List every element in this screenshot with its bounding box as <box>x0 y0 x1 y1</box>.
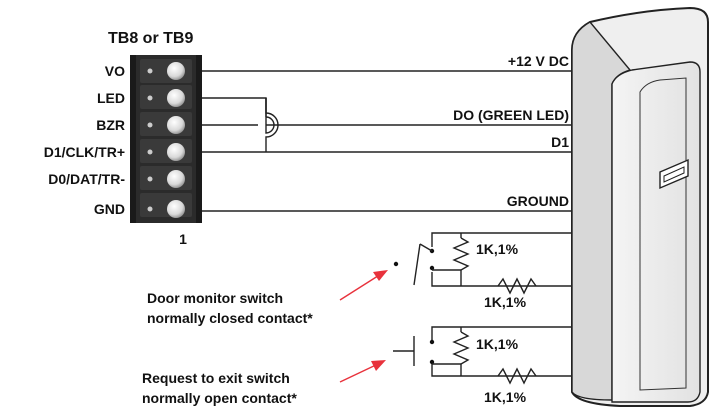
request-to-exit-circuit <box>393 326 573 385</box>
screw <box>167 116 185 134</box>
screw <box>167 200 185 218</box>
pin-hole <box>147 68 153 74</box>
pin-one-marker: 1 <box>179 231 187 247</box>
wire-crossover <box>265 98 279 152</box>
door-resistor-parallel-label: 1K,1% <box>476 241 519 257</box>
exit-resistor-parallel <box>452 331 470 365</box>
door-arrow-head <box>373 270 388 281</box>
exit-arrow <box>339 363 379 383</box>
terminal-screws <box>140 59 192 218</box>
request-to-exit-caption-line1: Request to exit switch <box>142 370 290 386</box>
reader-front <box>611 61 701 403</box>
exit-resistor-series-label: 1K,1% <box>484 389 527 405</box>
wire-label-ground: GROUND <box>507 193 569 209</box>
arrows <box>339 270 388 383</box>
pin-label-bzr: BZR <box>96 117 125 133</box>
door-monitor-circuit <box>393 232 573 295</box>
wires <box>202 70 573 212</box>
pin-label-gnd: GND <box>94 201 125 217</box>
terminal-block-title: TB8 or TB9 <box>108 30 193 47</box>
pin-hole <box>147 95 153 101</box>
reader-front-inner <box>639 77 687 391</box>
pin-hole <box>147 122 153 128</box>
door-resistor-series <box>497 277 537 295</box>
door-resistor-parallel <box>452 237 470 271</box>
screw <box>167 62 185 80</box>
wire-label-do: DO (GREEN LED) <box>453 107 569 123</box>
card-reader <box>571 6 709 407</box>
exit-resistor-series <box>497 367 537 385</box>
screw <box>167 89 185 107</box>
pin-label-led: LED <box>97 90 125 106</box>
pin-hole <box>147 149 153 155</box>
pin-label-d0: D0/DAT/TR- <box>48 171 125 187</box>
door-arrow <box>339 273 382 301</box>
door-resistor-series-label: 1K,1% <box>484 294 527 310</box>
door-monitor-caption-line1: Door monitor switch <box>147 290 283 306</box>
pin-label-vo: VO <box>105 63 125 79</box>
door-switch-lever <box>413 243 421 286</box>
door-monitor-caption-line2: normally closed contact* <box>147 310 313 326</box>
wire-led <box>202 97 275 134</box>
pin-hole <box>147 176 153 182</box>
screw <box>167 170 185 188</box>
exit-resistor-parallel-label: 1K,1% <box>476 336 519 352</box>
exit-arrow-head <box>371 360 386 371</box>
pin-hole <box>147 206 153 212</box>
request-to-exit-caption-line2: normally open contact* <box>142 390 297 406</box>
wire-label-power: +12 V DC <box>508 53 569 69</box>
screw <box>167 143 185 161</box>
terminal-block <box>130 55 202 223</box>
pin-label-d1: D1/CLK/TR+ <box>44 144 125 160</box>
wire-label-d1: D1 <box>551 134 569 150</box>
